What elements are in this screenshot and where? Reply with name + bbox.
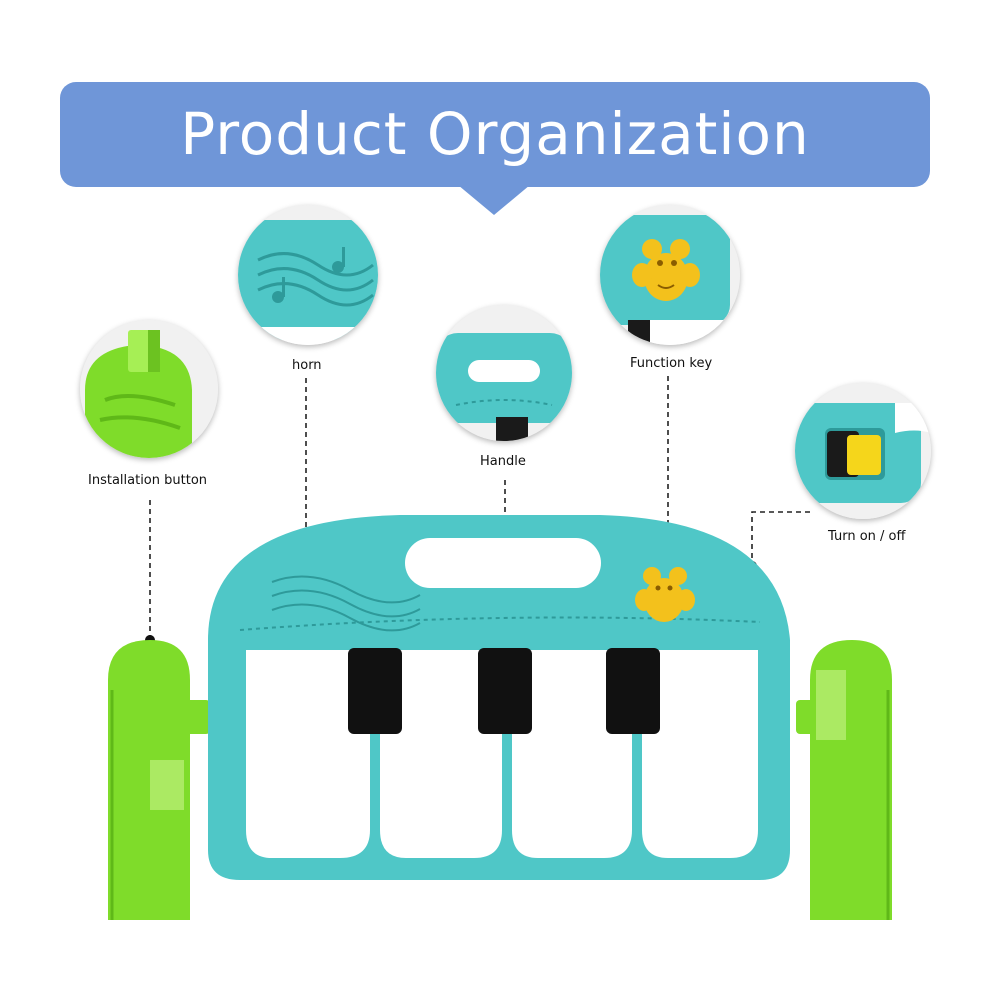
installation-button-label: Installation button [88, 473, 208, 488]
horn-label: horn [292, 358, 322, 373]
black-key-1 [348, 648, 402, 734]
handle-slot [405, 538, 601, 588]
function-key-zoom [600, 205, 740, 345]
handle-slot-icon [436, 305, 572, 441]
white-key-2 [380, 650, 502, 858]
white-keys [246, 650, 758, 858]
left-leg [108, 640, 190, 920]
slider-switch-icon [795, 383, 931, 519]
function-key-bee [635, 567, 695, 622]
black-key-3 [606, 648, 660, 734]
installation-button-zoom [80, 320, 218, 458]
black-keys [348, 648, 660, 734]
function-key-label: Function key [630, 356, 713, 371]
white-key-4 [642, 650, 758, 858]
white-key-3 [512, 650, 632, 858]
horn-grille [271, 575, 421, 632]
music-wave-icon [238, 205, 378, 345]
handle-zoom [436, 305, 572, 441]
title-banner-pointer [458, 185, 530, 215]
page-title: Product Organization [180, 100, 810, 168]
black-key-2 [478, 648, 532, 734]
peg-icon [80, 320, 218, 458]
title-banner [60, 82, 930, 187]
power-switch-label: Turn on / off [828, 529, 906, 544]
horn-zoom [238, 205, 378, 345]
handle-label: Handle [480, 454, 526, 469]
white-key-1 [246, 650, 370, 858]
power-switch-zoom [795, 383, 931, 519]
bee-button-icon [600, 205, 740, 345]
